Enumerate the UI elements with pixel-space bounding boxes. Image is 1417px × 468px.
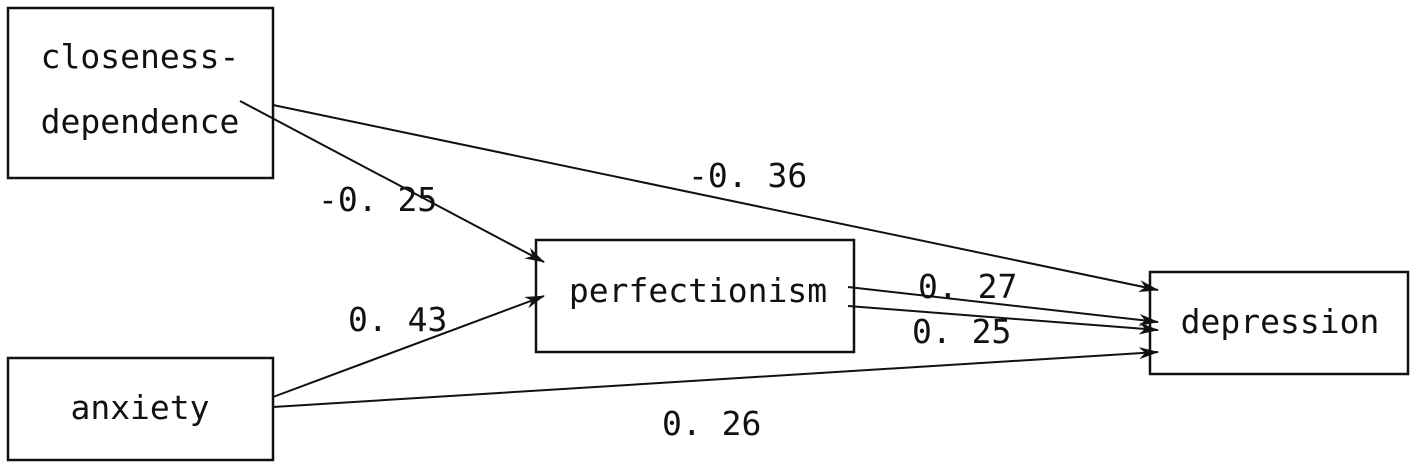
- path-anxiety-to-perfectionism: [272, 295, 545, 398]
- node-anxiety-label: anxiety: [70, 388, 209, 427]
- path-closeness-to-perfectionism: [239, 100, 545, 263]
- node-depression-label: depression: [1181, 302, 1380, 341]
- node-depression: depression: [1148, 270, 1410, 376]
- coef-perfectionism-to-depression-a: 0. 27: [918, 267, 1017, 306]
- node-closeness-dependence-label-line2: dependence: [41, 102, 240, 141]
- node-perfectionism-label: perfectionism: [569, 271, 827, 310]
- path-perfectionism-to-depression-b: [847, 305, 1159, 335]
- node-closeness-dependence-label-line1: closeness-: [41, 37, 240, 76]
- path-perfectionism-to-depression-a: [847, 286, 1159, 326]
- path-anxiety-to-depression: [272, 347, 1159, 408]
- coef-closeness-to-perfectionism: -0. 25: [318, 180, 437, 219]
- node-perfectionism: perfectionism: [534, 238, 856, 354]
- node-closeness-dependence: closeness- dependence: [6, 6, 275, 180]
- coef-closeness-to-depression: -0. 36: [688, 156, 807, 195]
- node-anxiety: anxiety: [6, 356, 275, 462]
- coef-anxiety-to-perfectionism: 0. 43: [348, 300, 447, 339]
- coef-anxiety-to-depression: 0. 26: [662, 404, 761, 443]
- coef-perfectionism-to-depression-b: 0. 25: [912, 312, 1011, 351]
- path-closeness-to-depression: [272, 104, 1159, 292]
